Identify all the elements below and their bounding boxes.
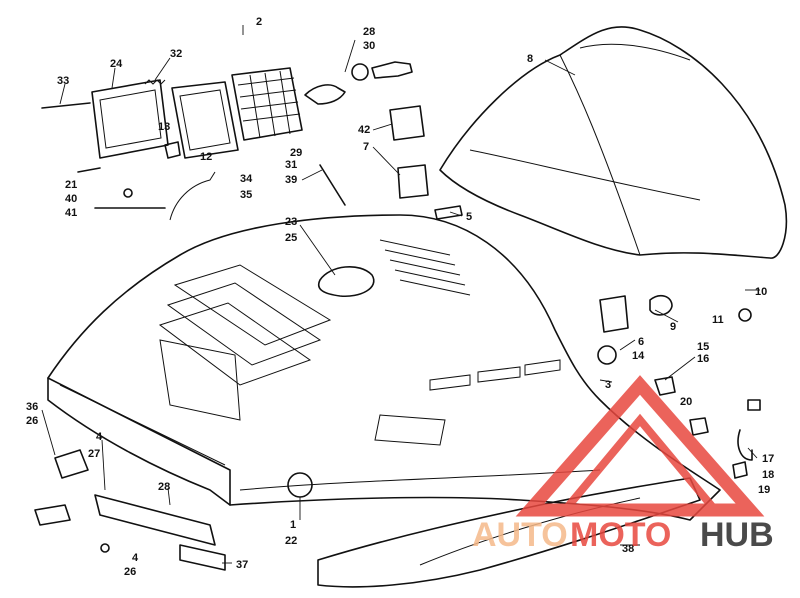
callout-9: 9 <box>670 321 676 333</box>
callout-27: 27 <box>88 448 100 460</box>
callout-6: 6 <box>638 336 644 348</box>
callout-26-top: 26 <box>26 415 38 427</box>
callout-28-lower: 28 <box>158 481 170 493</box>
callout-7: 7 <box>363 141 369 153</box>
callout-28: 28 <box>363 26 375 38</box>
callout-10: 10 <box>755 286 767 298</box>
callout-39: 39 <box>285 174 297 186</box>
callout-20: 20 <box>680 396 692 408</box>
callout-5: 5 <box>466 211 472 223</box>
callout-41: 41 <box>65 207 77 219</box>
windshield <box>439 26 788 259</box>
callout-14: 14 <box>632 350 645 362</box>
watermark-word-moto: MOTO <box>570 516 671 554</box>
callout-19: 19 <box>758 484 770 496</box>
callout-11: 11 <box>712 314 724 326</box>
callout-33: 33 <box>57 75 69 87</box>
callout-12: 12 <box>200 151 212 163</box>
callout-1: 1 <box>290 519 296 531</box>
callout-13: 13 <box>158 121 170 133</box>
leader-lines <box>41 25 760 564</box>
callout-4-top: 4 <box>96 431 103 443</box>
callout-21: 21 <box>65 179 77 191</box>
callout-34: 34 <box>240 173 253 185</box>
callout-32: 32 <box>170 48 182 60</box>
callout-16: 16 <box>697 353 709 365</box>
callout-35: 35 <box>240 189 252 201</box>
callout-17: 17 <box>762 453 774 465</box>
callout-25: 25 <box>285 232 297 244</box>
callout-29: 29 <box>290 147 302 159</box>
callout-40: 40 <box>65 193 77 205</box>
callout-24: 24 <box>110 58 123 70</box>
callout-26-bottom: 26 <box>124 566 136 578</box>
callout-15: 15 <box>697 341 709 353</box>
callout-37: 37 <box>236 559 248 571</box>
callout-31: 31 <box>285 159 297 171</box>
small-parts <box>34 105 761 571</box>
callout-42: 42 <box>358 124 370 136</box>
callout-8: 8 <box>527 53 533 65</box>
hood-body <box>47 214 721 521</box>
callout-labels: 2 28 30 8 33 24 32 13 12 29 31 42 7 39 2… <box>26 16 774 578</box>
callout-18: 18 <box>762 469 774 481</box>
callout-23: 23 <box>285 216 297 228</box>
callout-4-bottom: 4 <box>132 552 139 564</box>
callout-2: 2 <box>256 16 262 28</box>
callout-22: 22 <box>285 535 297 547</box>
callout-30: 30 <box>363 40 375 52</box>
watermark-word-auto: AUTO <box>472 516 568 554</box>
watermark-word-hub: HUB <box>700 516 774 554</box>
callout-38: 38 <box>622 543 634 555</box>
callout-36: 36 <box>26 401 38 413</box>
watermark-logo: AUTO MOTO HUB <box>472 375 774 554</box>
headlight-assembly <box>41 61 413 221</box>
callout-3: 3 <box>605 379 611 391</box>
